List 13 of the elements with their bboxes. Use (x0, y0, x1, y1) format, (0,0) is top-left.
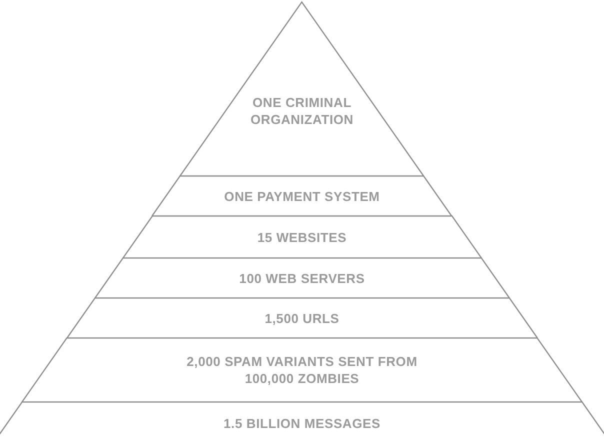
pyramid-tier (22, 338, 582, 402)
pyramid-tier (94, 258, 510, 298)
tier-label: 100 WEB SERVERS (239, 270, 365, 286)
tier-label: ONE PAYMENT SYSTEM (224, 188, 380, 204)
tier-label: 15 WEBSITES (257, 228, 347, 246)
tier-label: 2,000 SPAM VARIANTS SENT FROM 100,000 ZOMBIES (186, 353, 418, 387)
pyramid-tier (152, 176, 452, 216)
tier-label: ONE CRIMINAL ORGANIZATION (250, 94, 354, 128)
tier-label: 1,500 URLS (264, 310, 340, 326)
pyramid-tier (66, 298, 538, 338)
pyramid-apex (180, 2, 424, 176)
pyramid-tier (122, 216, 482, 258)
tier-label: 1.5 BILLION MESSAGES (224, 415, 380, 432)
